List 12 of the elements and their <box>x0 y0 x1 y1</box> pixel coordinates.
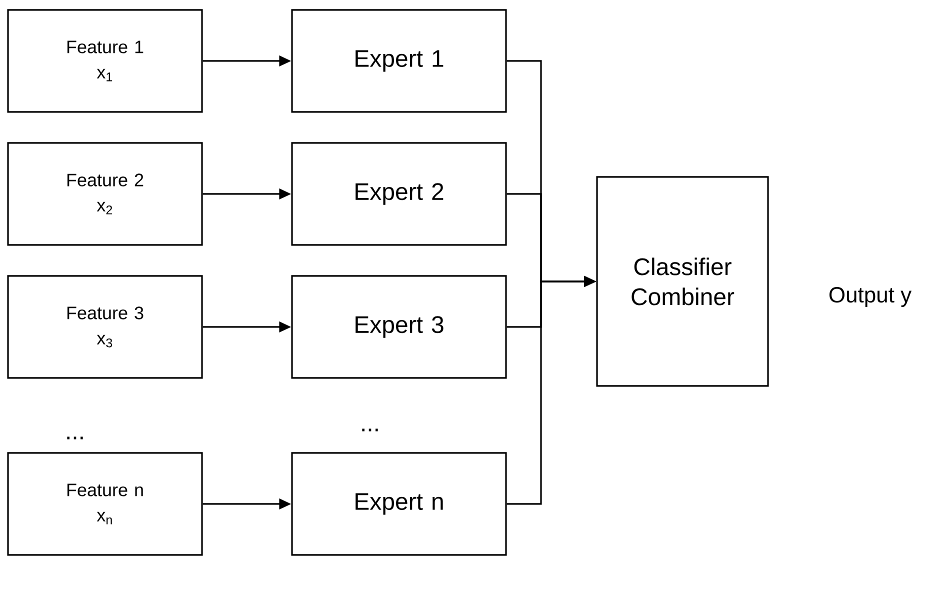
feature-box: Feature 2 x$_{2}$ <box>7 142 203 246</box>
output-label: Output y <box>829 287 912 307</box>
feature-box: Feature 3 x$_{3}$ <box>7 275 203 379</box>
expert-box: Expert 2 <box>291 142 507 246</box>
expert-box: Expert 1 <box>291 9 507 113</box>
expert-box: Expert n <box>291 452 507 556</box>
ellipsis: ... <box>67 436 83 440</box>
expert-box: Expert 3 <box>291 275 507 379</box>
classifier-box: Classifier Combiner <box>596 176 769 387</box>
feature-box: Feature 1 x$_{1}$ <box>7 9 203 113</box>
ellipsis: ... <box>362 428 378 432</box>
feature-box: Feature n x$_{n}$ <box>7 452 203 556</box>
